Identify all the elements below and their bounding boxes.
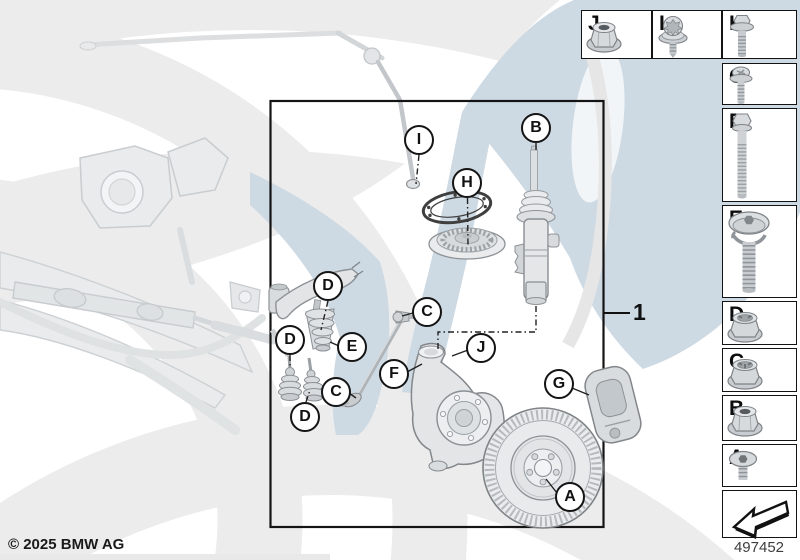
collar-screw-washer-icon <box>728 211 770 293</box>
callout-D-middle[interactable]: D <box>275 325 305 355</box>
legend-cell-E[interactable]: E <box>722 205 797 298</box>
legend-cell-A[interactable]: A <box>722 444 797 487</box>
legend-letter: I <box>659 12 665 35</box>
callout-H[interactable]: H <box>452 168 482 198</box>
callout-C-upper[interactable]: C <box>412 297 442 327</box>
legend-cell-H[interactable]: H <box>722 10 797 59</box>
combination-screw-icon <box>729 66 753 105</box>
flange-lock-nut-icon <box>727 312 763 343</box>
flange-nut-icon <box>727 406 763 437</box>
legend-cell-B[interactable]: B <box>722 395 797 441</box>
legend-cell-I[interactable]: I <box>652 10 722 59</box>
flange-lock-nut-icon <box>727 359 763 390</box>
direction-arrow-icon <box>731 500 790 539</box>
torx-screw-washer-icon <box>658 15 688 58</box>
legend-letter: J <box>588 12 600 35</box>
steering-knuckle-drawing <box>410 342 505 472</box>
strut-drawing <box>514 145 560 305</box>
legend-cell-arrow[interactable] <box>722 490 797 539</box>
support-bearing-drawing <box>428 227 506 260</box>
callout-G[interactable]: G <box>544 369 574 399</box>
brake-caliper-drawing <box>584 365 642 444</box>
callout-J[interactable]: J <box>466 333 496 363</box>
brake-disc-drawing <box>482 407 604 529</box>
kit-boundary-box <box>269 99 605 529</box>
flange-nut-icon <box>586 22 622 53</box>
diagram-number: 497452 <box>733 539 785 556</box>
legend-cell-J[interactable]: J <box>581 10 652 59</box>
callout-D-upper[interactable]: D <box>313 271 343 301</box>
callout-B[interactable]: B <box>521 113 551 143</box>
countersunk-screw-icon <box>728 450 758 480</box>
faded-subframe-drawing <box>0 30 416 435</box>
legend-cell-C[interactable]: C <box>722 348 797 392</box>
assembly-label-1[interactable]: 1 <box>633 299 646 325</box>
leader-lines <box>289 143 590 494</box>
brace-rod-end <box>405 178 421 190</box>
callout-E[interactable]: E <box>337 332 367 362</box>
legend-cell-G[interactable]: G <box>722 63 797 105</box>
callout-I[interactable]: I <box>404 125 434 155</box>
legend-cell-F[interactable]: F <box>722 108 797 202</box>
callout-C-lower[interactable]: C <box>321 377 351 407</box>
callout-D-lower[interactable]: D <box>290 402 320 432</box>
hex-flange-bolt-icon <box>730 14 754 58</box>
legend-cell-D[interactable]: D <box>722 301 797 345</box>
long-hex-bolt-icon <box>732 113 752 199</box>
callout-A[interactable]: A <box>555 482 585 512</box>
copyright-notice: © 2025 BMW AG <box>8 536 125 553</box>
callout-F[interactable]: F <box>379 359 409 389</box>
blue-watermark <box>250 0 800 435</box>
